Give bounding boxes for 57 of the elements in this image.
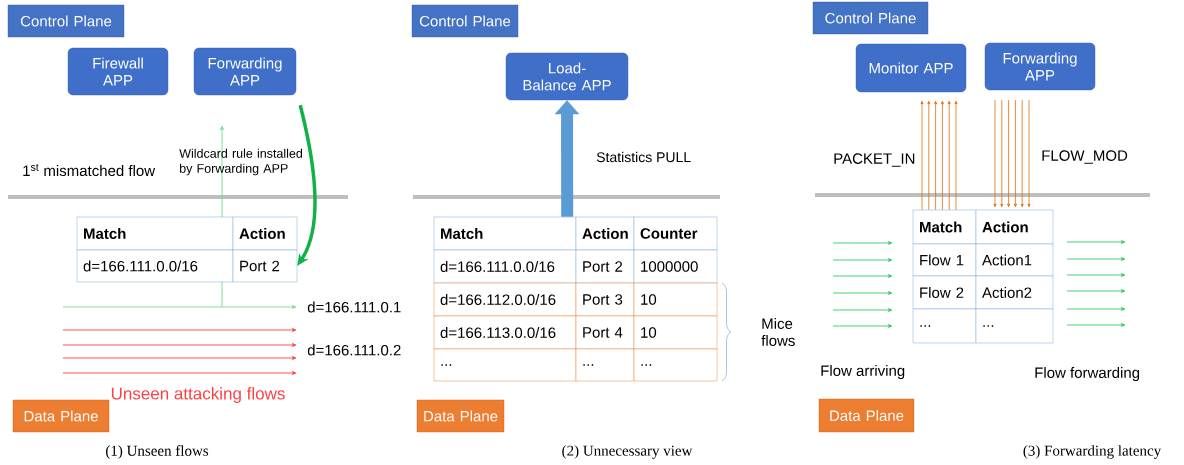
app-box: Forwarding APP <box>193 47 297 96</box>
plane-label: Control Plane <box>411 4 519 38</box>
table-header-cell: Action <box>575 216 635 251</box>
arrow <box>1020 99 1024 208</box>
table-header-cell: Action <box>232 216 298 251</box>
arrow <box>1013 99 1017 208</box>
table-header-cell: Match <box>912 209 977 245</box>
address-label: d=166.111.0.2 <box>307 344 401 356</box>
table-cell: Flow 2 <box>912 275 977 310</box>
plane-label: Data Plane <box>818 398 915 433</box>
arrow <box>940 100 944 211</box>
edge-label: Statistics PULL <box>596 151 691 163</box>
arrow <box>1007 99 1011 208</box>
app-box: Forwarding APP <box>984 42 1096 91</box>
table-cell: Flow 1 <box>912 243 977 277</box>
arrow <box>993 99 997 208</box>
table-cell: ... <box>575 348 635 382</box>
arrow <box>927 100 931 211</box>
arrow <box>1027 99 1031 208</box>
table-header-cell: Counter <box>633 216 718 251</box>
plane-label: Data Plane <box>416 399 505 433</box>
app-box: Load-Balance APP <box>505 52 629 101</box>
table-cell: Action2 <box>975 275 1054 310</box>
arrow <box>947 100 951 211</box>
table-cell: 1000000 <box>633 249 718 284</box>
table-cell: Action1 <box>975 243 1054 277</box>
table-cell: 10 <box>633 282 718 317</box>
address-label: d=166.111.0.1 <box>307 301 401 313</box>
table-cell: Port 2 <box>575 249 635 284</box>
app-box: Monitor APP <box>855 43 967 93</box>
table-cell: Port 3 <box>575 282 635 317</box>
arrow <box>954 100 958 211</box>
panel-caption: (1) Unseen flows <box>106 445 209 459</box>
flow-label: Flow forwarding <box>1035 367 1140 381</box>
arrow <box>920 100 924 211</box>
message-label: PACKET_IN <box>834 153 915 167</box>
panel-caption: (2) Unnecessary view <box>562 445 693 459</box>
flow-label: Flow arriving <box>821 365 905 379</box>
edge-label: Wildcard rule installed by Forwarding APP <box>179 148 302 176</box>
table-header-cell: Action <box>975 209 1054 245</box>
arrow <box>934 100 938 211</box>
plane-label: Data Plane <box>12 399 110 433</box>
arrow <box>1000 99 1004 208</box>
message-label: FLOW_MOD <box>1042 150 1128 164</box>
plane-label: Control Plane <box>7 4 125 38</box>
bracket-label: Mice flows <box>761 318 795 346</box>
table-cell: Port 2 <box>232 249 298 283</box>
app-box: Firewall APP <box>67 47 169 96</box>
flow-label: Unseen attacking flows <box>111 387 285 403</box>
table-cell: ... <box>975 308 1054 344</box>
flow-label: 1$^{st}$ mismatched flow <box>23 163 156 177</box>
table-cell: ... <box>912 308 977 344</box>
table-cell: Port 4 <box>575 315 635 350</box>
table-cell: 10 <box>633 315 718 350</box>
plane-label: Control Plane <box>812 1 929 35</box>
panel-caption: (3) Forwarding latency <box>1023 445 1162 459</box>
table-cell: ... <box>633 348 718 382</box>
